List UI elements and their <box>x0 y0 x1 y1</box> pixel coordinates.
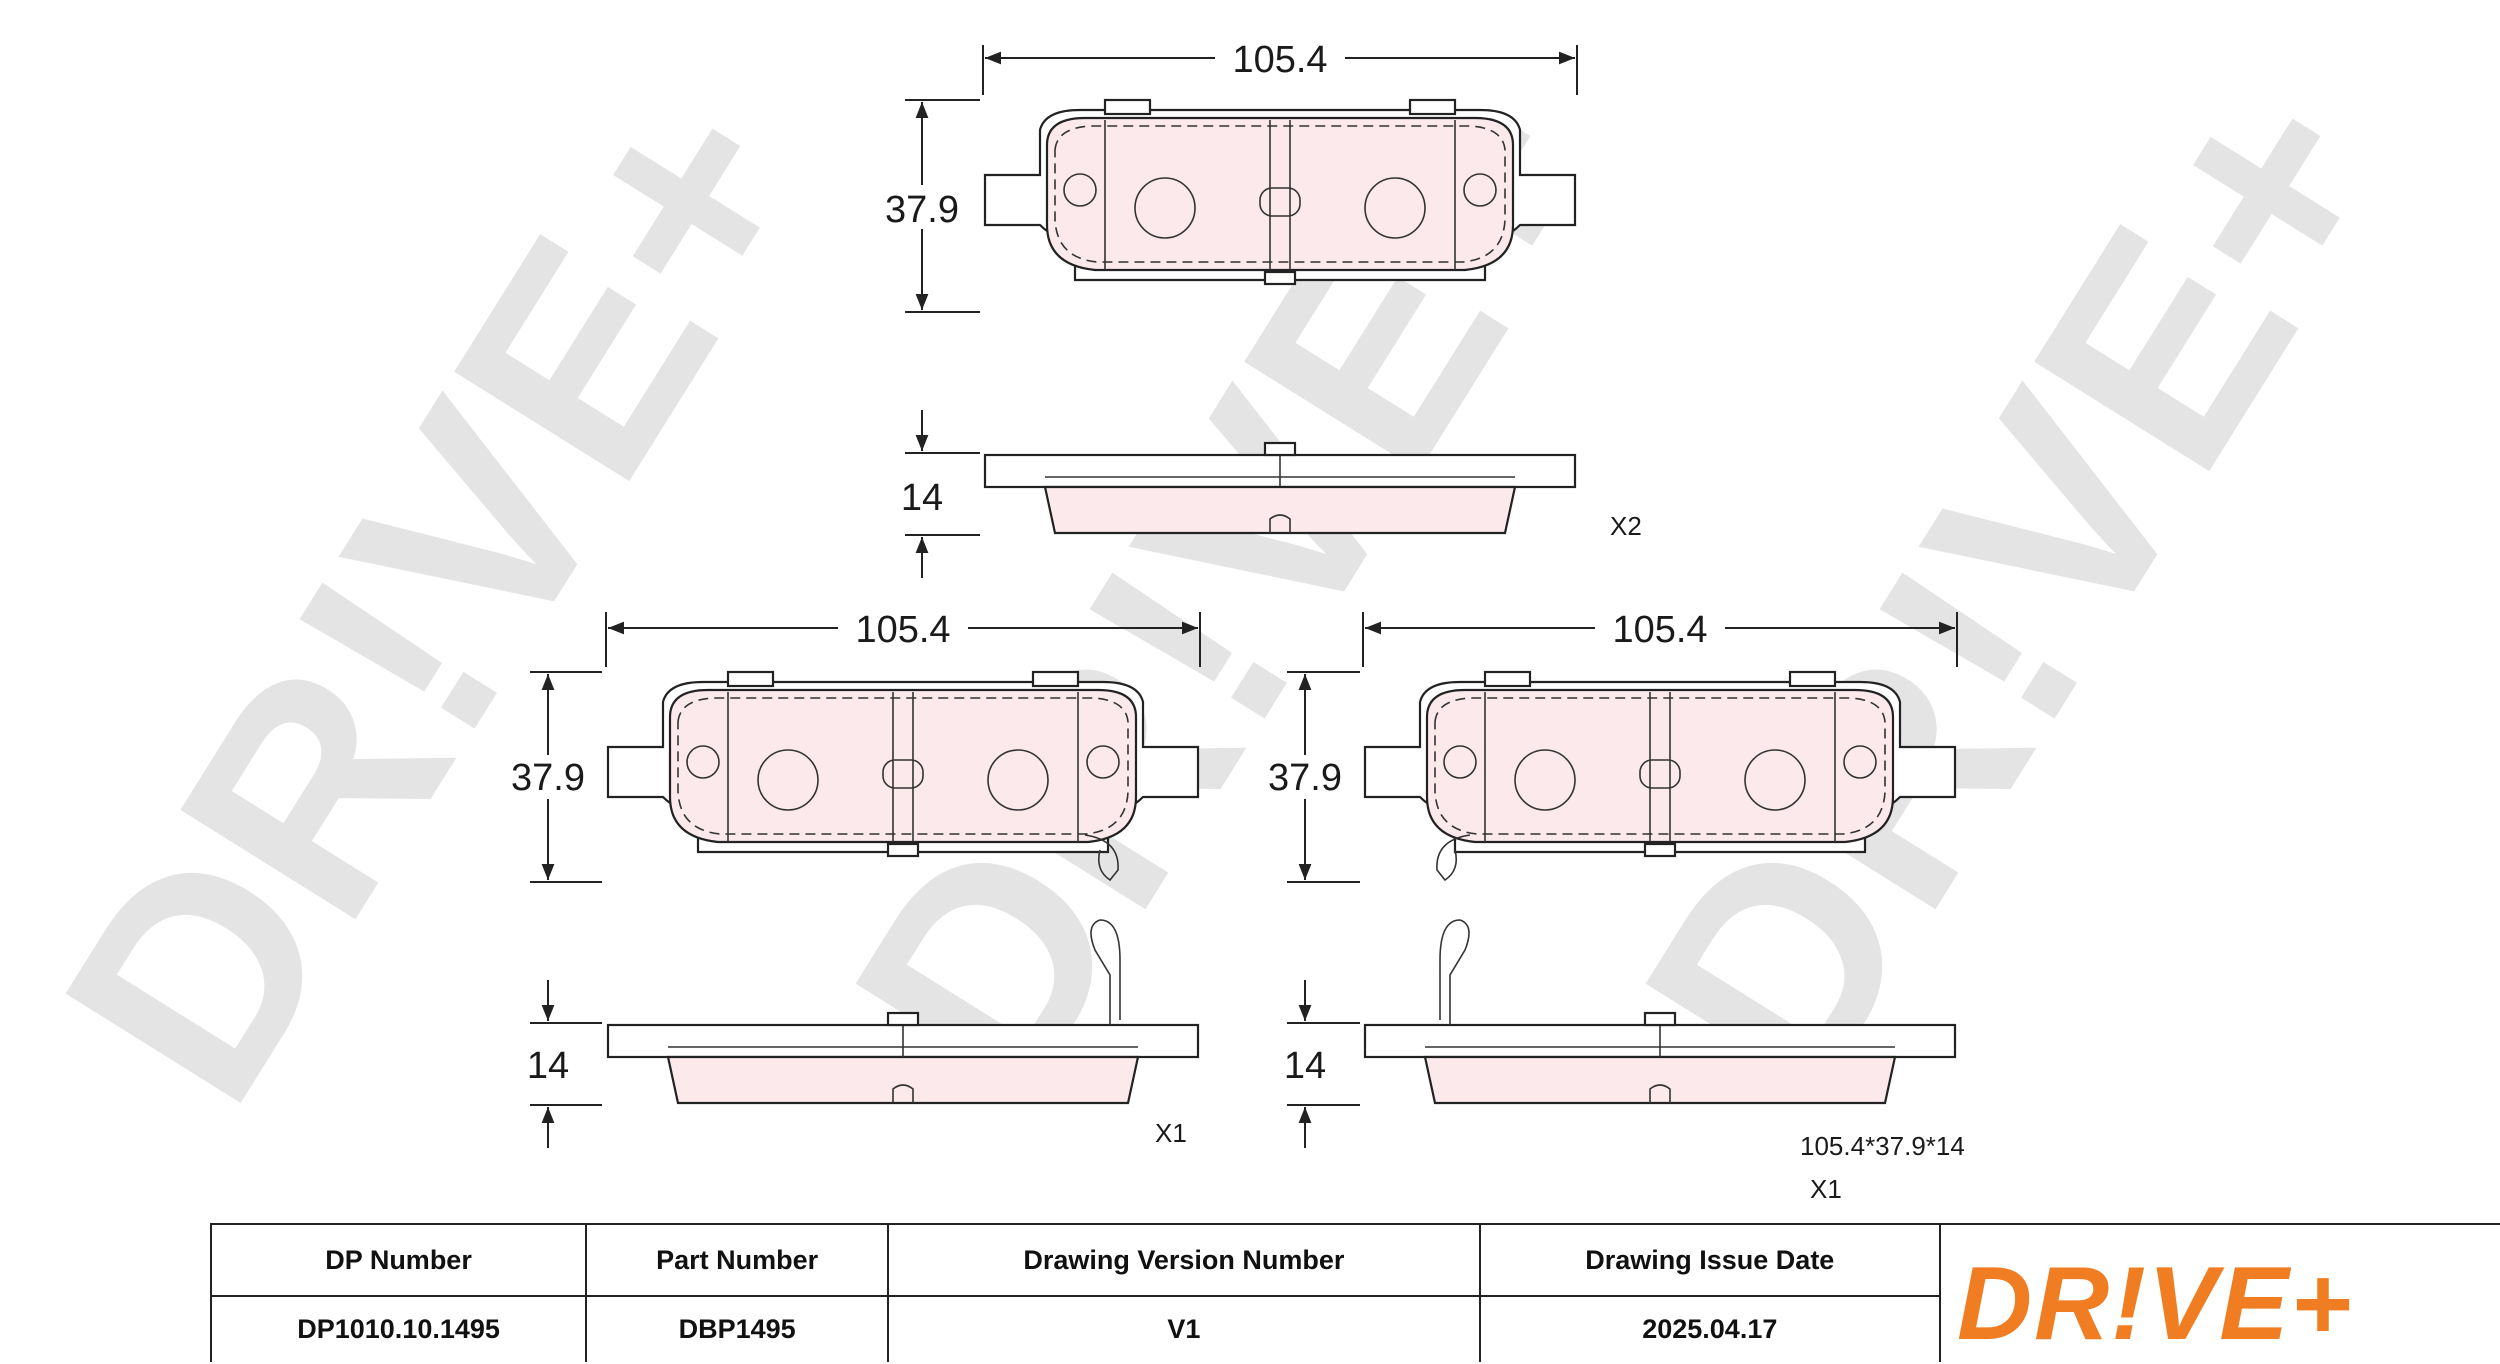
title-block: DP Number Part Number Drawing Version Nu… <box>210 1223 2500 1362</box>
top-height-label: 37.9 <box>885 189 959 231</box>
part-number-header: Part Number <box>586 1225 890 1297</box>
top-side-view: 14 X2 <box>901 410 1642 578</box>
bottom-right-height-label: 37.9 <box>1268 757 1342 799</box>
brand-logo: DR!VE+ <box>1957 1246 2354 1362</box>
dp-number-header: DP Number <box>212 1225 588 1297</box>
drawing-issue-date-value: 2025.04.17 <box>1479 1296 1942 1362</box>
top-thickness-label: 14 <box>901 477 943 519</box>
bottom-left-pad-view: 105.4 37.9 <box>500 606 1201 883</box>
drawing-version-value: V1 <box>888 1296 1481 1362</box>
top-pad-view: 105.4 37.9 <box>875 36 1578 313</box>
bottom-left-qty-label: X1 <box>1155 1118 1187 1148</box>
bottom-left-width-label: 105.4 <box>855 609 950 651</box>
bottom-right-side-view: 14 105.4*37.9*14 X1 <box>1284 919 1965 1204</box>
drawing-issue-date-header: Drawing Issue Date <box>1479 1225 1942 1297</box>
bottom-right-qty-label: X1 <box>1810 1174 1842 1204</box>
bottom-left-height-label: 37.9 <box>511 757 585 799</box>
watermark-text-right: DR!VE+ <box>1579 26 2451 1144</box>
part-number-value: DBP1495 <box>586 1296 890 1362</box>
top-qty-label: X2 <box>1610 511 1642 541</box>
top-width-label: 105.4 <box>1232 39 1327 81</box>
bottom-right-size-label: 105.4*37.9*14 <box>1800 1131 1965 1161</box>
watermark-text-left: DR!VE+ <box>0 36 872 1154</box>
drawing-version-header: Drawing Version Number <box>888 1225 1481 1297</box>
bottom-left-thickness-label: 14 <box>527 1045 569 1087</box>
bottom-right-width-label: 105.4 <box>1612 609 1707 651</box>
dp-number-value: DP1010.10.1495 <box>212 1296 588 1362</box>
bottom-right-thickness-label: 14 <box>1284 1045 1326 1087</box>
bottom-left-side-view: 14 X1 <box>527 919 1200 1148</box>
title-table: DP Number Part Number Drawing Version Nu… <box>212 1225 1942 1362</box>
bottom-right-pad-view: 105.4 37.9 <box>1258 606 1958 883</box>
